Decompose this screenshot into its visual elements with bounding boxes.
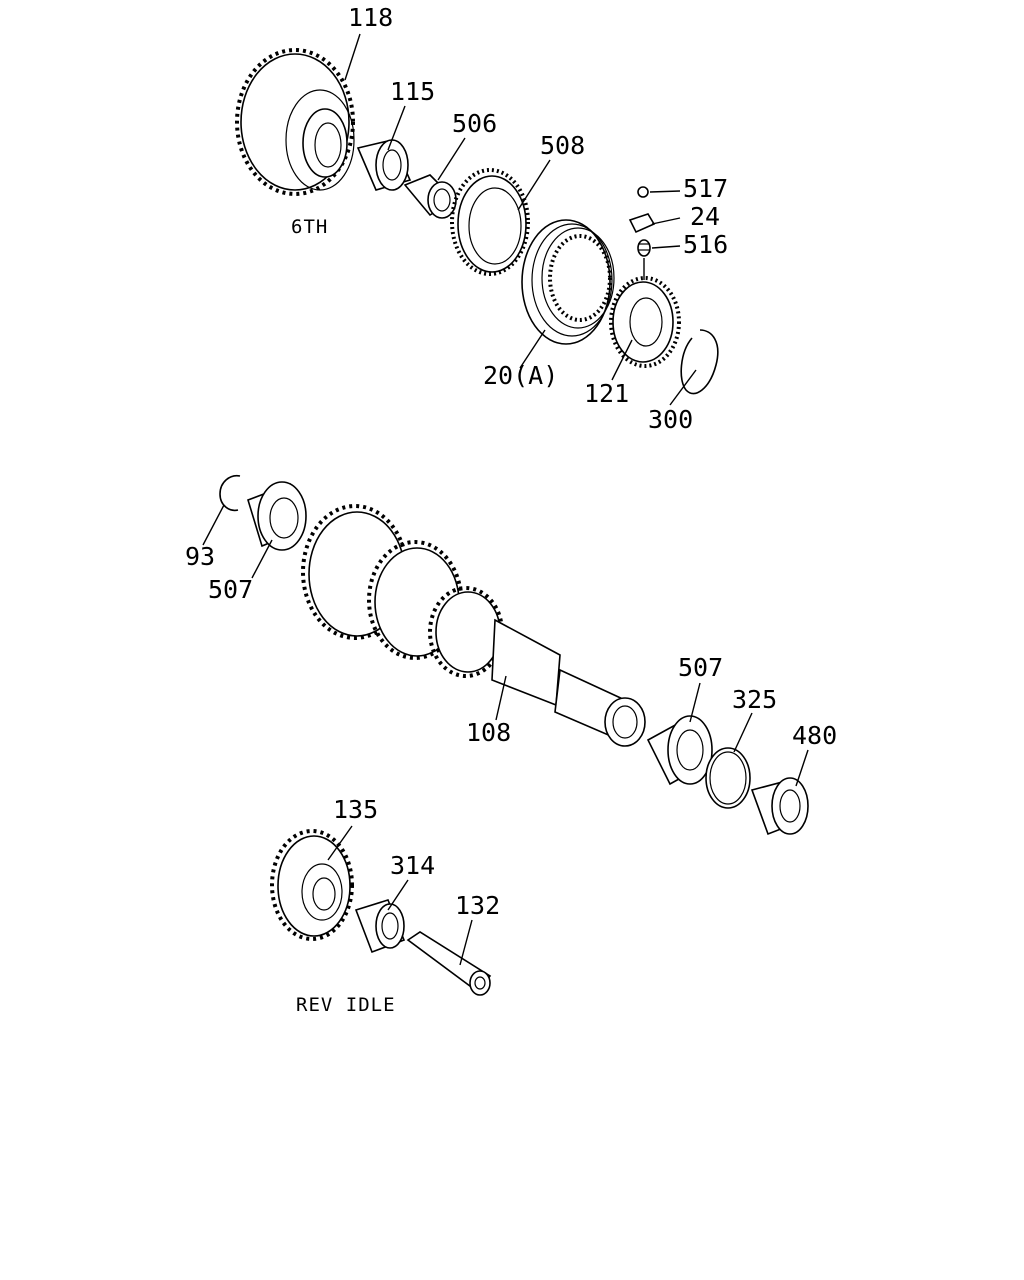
label-325: 325 <box>732 685 777 714</box>
countershaft-group <box>219 474 809 836</box>
label-507-right: 507 <box>678 653 723 682</box>
label-20a: 20(A) <box>483 361 558 390</box>
label-118: 118 <box>348 3 393 32</box>
part-480-cap <box>750 777 809 836</box>
part-118-gear <box>235 48 355 196</box>
caption-6th: 6TH <box>291 216 328 238</box>
label-24: 24 <box>690 202 720 231</box>
part-20a-sleeve <box>521 219 615 345</box>
part-132-shaft <box>406 931 492 996</box>
part-121-hub <box>609 276 681 368</box>
reverse-idle-group <box>270 829 492 996</box>
label-300: 300 <box>648 405 693 434</box>
sixth-gear-group <box>235 48 719 395</box>
label-132: 132 <box>455 891 500 920</box>
leader-lines <box>202 33 809 966</box>
part-507-bearing-right <box>646 715 713 786</box>
part-507-bearing-left <box>247 481 307 551</box>
part-108-countershaft <box>301 504 646 747</box>
part-506-collar <box>403 174 457 219</box>
label-480: 480 <box>792 721 837 750</box>
part-93-snap-ring <box>219 474 241 512</box>
label-506: 506 <box>452 109 497 138</box>
part-24-key <box>628 213 656 234</box>
part-115-bearing <box>356 139 412 191</box>
label-108: 108 <box>466 718 511 747</box>
part-314-bearing <box>354 899 406 954</box>
part-300-snap-ring <box>680 329 719 395</box>
label-507-left: 507 <box>208 575 253 604</box>
label-516: 516 <box>683 230 728 259</box>
label-115: 115 <box>390 77 435 106</box>
label-508: 508 <box>540 131 585 160</box>
label-135: 135 <box>333 795 378 824</box>
label-314: 314 <box>390 851 435 880</box>
caption-rev-idle: REV IDLE <box>296 994 396 1016</box>
label-93: 93 <box>185 542 215 571</box>
part-135-idle-gear <box>270 829 354 941</box>
part-325-shim <box>705 747 751 809</box>
label-517: 517 <box>683 174 728 203</box>
part-508-synchro-ring <box>450 168 530 276</box>
part-labels: 118 115 506 508 517 24 516 20(A) 121 300… <box>185 3 837 920</box>
label-121: 121 <box>584 379 629 408</box>
part-516-spring <box>637 239 651 280</box>
part-517-ball <box>637 186 649 198</box>
